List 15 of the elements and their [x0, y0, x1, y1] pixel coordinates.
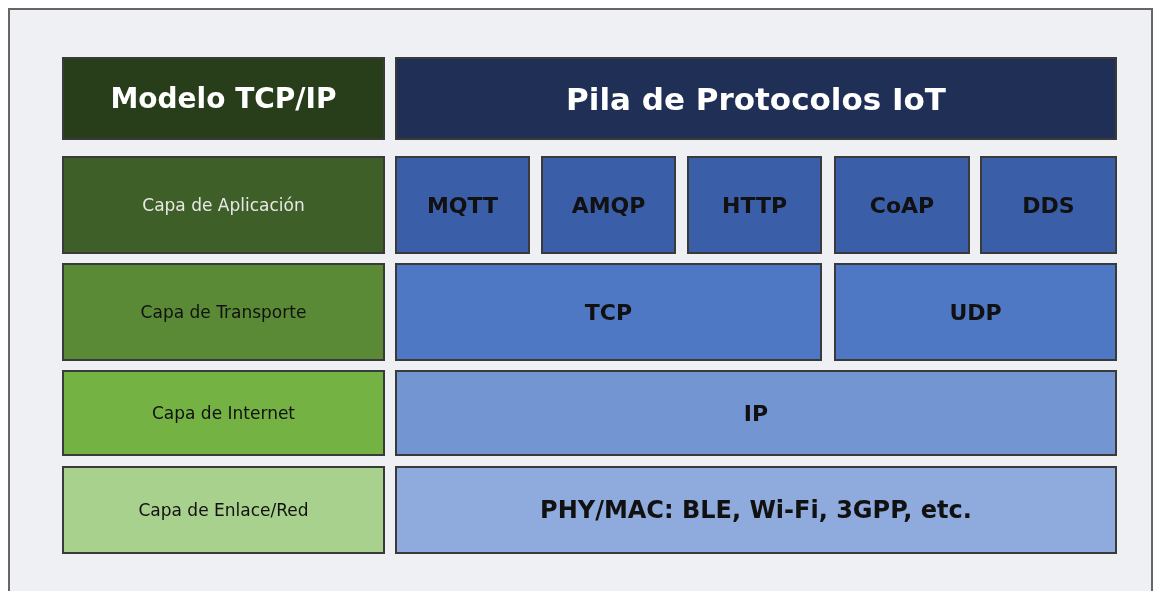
layer-box: Capa de Enlace/Red	[62, 466, 385, 554]
protocol-box: UDP	[834, 263, 1117, 361]
protocol-box: MQTT	[395, 156, 530, 254]
protocol-box: AMQP	[541, 156, 676, 254]
header-box: Modelo TCP/IP	[62, 57, 385, 140]
protocol-box: TCP	[395, 263, 822, 361]
layer-box: Capa de Transporte	[62, 263, 385, 361]
protocol-box: CoAP	[834, 156, 970, 254]
protocol-box: HTTP	[687, 156, 822, 254]
header-box: Pila de Protocolos IoT	[395, 57, 1117, 140]
protocol-box: IP	[395, 370, 1117, 456]
protocol-box: DDS	[980, 156, 1117, 254]
protocol-box: PHY/MAC: BLE, Wi-Fi, 3GPP, etc.	[395, 466, 1117, 554]
layer-box: Capa de Internet	[62, 370, 385, 456]
layer-box: Capa de Aplicación	[62, 156, 385, 254]
